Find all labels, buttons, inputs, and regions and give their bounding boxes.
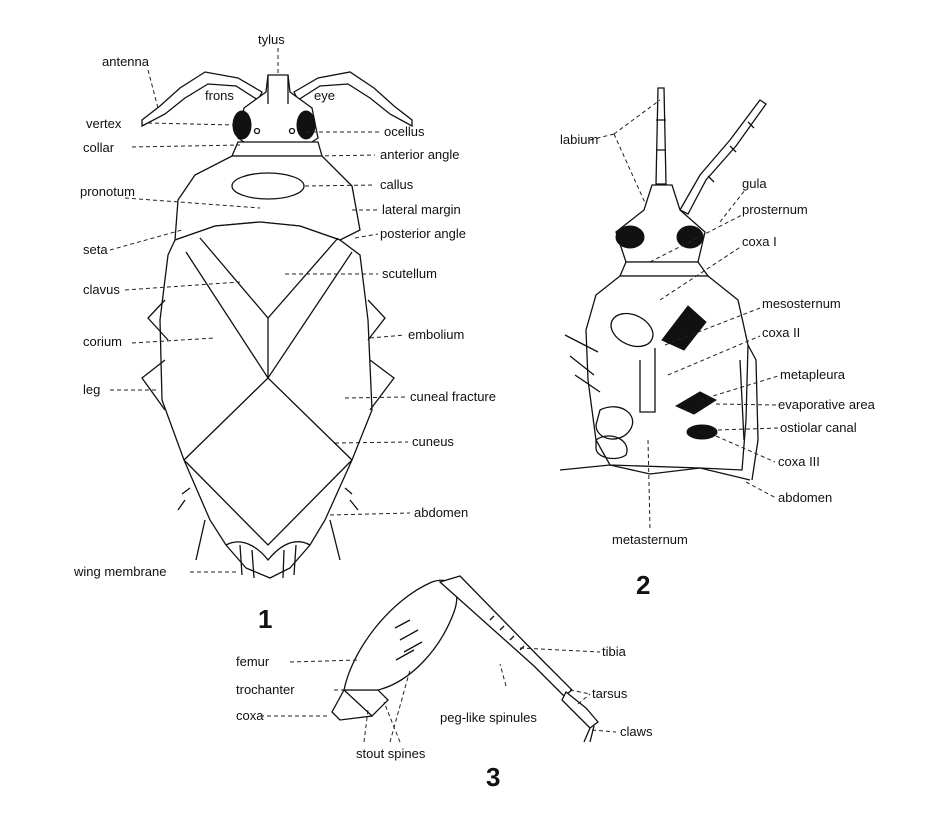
label-coxa-3: coxa III — [778, 454, 820, 469]
label-clavus: clavus — [83, 282, 120, 297]
figure-1-dorsal-view: tylus antenna frons eye vertex ocellus c… — [73, 32, 496, 634]
label-coxa-fig3: coxa — [236, 708, 264, 723]
label-ocellus: ocellus — [384, 124, 425, 139]
label-cuneus: cuneus — [412, 434, 454, 449]
label-stout-spines: stout spines — [356, 746, 426, 761]
tibia-fig3-drawing — [440, 576, 572, 696]
label-abdomen-1: abdomen — [414, 505, 468, 520]
label-tylus: tylus — [258, 32, 285, 47]
label-anterior-angle: anterior angle — [380, 147, 460, 162]
label-embolium: embolium — [408, 327, 464, 342]
label-eye: eye — [314, 88, 335, 103]
label-seta: seta — [83, 242, 108, 257]
collar-drawing — [232, 142, 322, 156]
claws-fig3-drawing — [584, 726, 594, 742]
figure-2-number: 2 — [636, 570, 650, 600]
label-claws: claws — [620, 724, 653, 739]
label-abdomen-2: abdomen — [778, 490, 832, 505]
label-collar: collar — [83, 140, 115, 155]
label-tibia: tibia — [602, 644, 627, 659]
eye-right-drawing — [297, 111, 315, 139]
label-labium: labium — [560, 132, 598, 147]
label-posterior-angle: posterior angle — [380, 226, 466, 241]
label-leg: leg — [83, 382, 100, 397]
label-femur: femur — [236, 654, 270, 669]
hemelytra-drawing — [160, 222, 372, 578]
label-gula: gula — [742, 176, 767, 191]
label-vertex: vertex — [86, 116, 122, 131]
eye-left-drawing — [233, 111, 251, 139]
label-callus: callus — [380, 177, 414, 192]
label-coxa-1: coxa I — [742, 234, 777, 249]
figure-2-ventral-view: labium gula prosternum coxa I mesosternu… — [560, 88, 876, 600]
label-mesosternum: mesosternum — [762, 296, 841, 311]
label-ostiolar-canal: ostiolar canal — [780, 420, 857, 435]
eye-fig2-left — [616, 226, 644, 248]
label-cuneal-fracture: cuneal fracture — [410, 389, 496, 404]
label-scutellum: scutellum — [382, 266, 437, 281]
label-peg-like-spinules: peg-like spinules — [440, 710, 537, 725]
label-frons: frons — [205, 88, 234, 103]
figure-3-number: 3 — [486, 762, 500, 792]
antenna-fig2-drawing — [680, 100, 766, 214]
label-prosternum: prosternum — [742, 202, 808, 217]
label-pronotum: pronotum — [80, 184, 135, 199]
label-lateral-margin: lateral margin — [382, 202, 461, 217]
coxa-3-dark — [687, 425, 717, 439]
label-wing-membrane: wing membrane — [73, 564, 167, 579]
label-antenna: antenna — [102, 54, 150, 69]
thorax-drawing — [586, 276, 748, 470]
label-tarsus: tarsus — [592, 686, 628, 701]
figure-1-number: 1 — [258, 604, 272, 634]
label-metapleura: metapleura — [780, 367, 846, 382]
label-evaporative-area: evaporative area — [778, 397, 876, 412]
figure-3-leg: tibia femur tarsus trochanter coxa peg-l… — [236, 576, 653, 792]
head-fig2-drawing — [616, 185, 705, 262]
prosternum-collar-drawing — [620, 262, 708, 276]
label-trochanter: trochanter — [236, 682, 295, 697]
femur-fig3-drawing — [344, 580, 457, 690]
label-metasternum: metasternum — [612, 532, 688, 547]
label-coxa-2: coxa II — [762, 325, 800, 340]
label-corium: corium — [83, 334, 122, 349]
eye-fig2-right — [677, 226, 703, 248]
labium-drawing — [656, 88, 666, 184]
